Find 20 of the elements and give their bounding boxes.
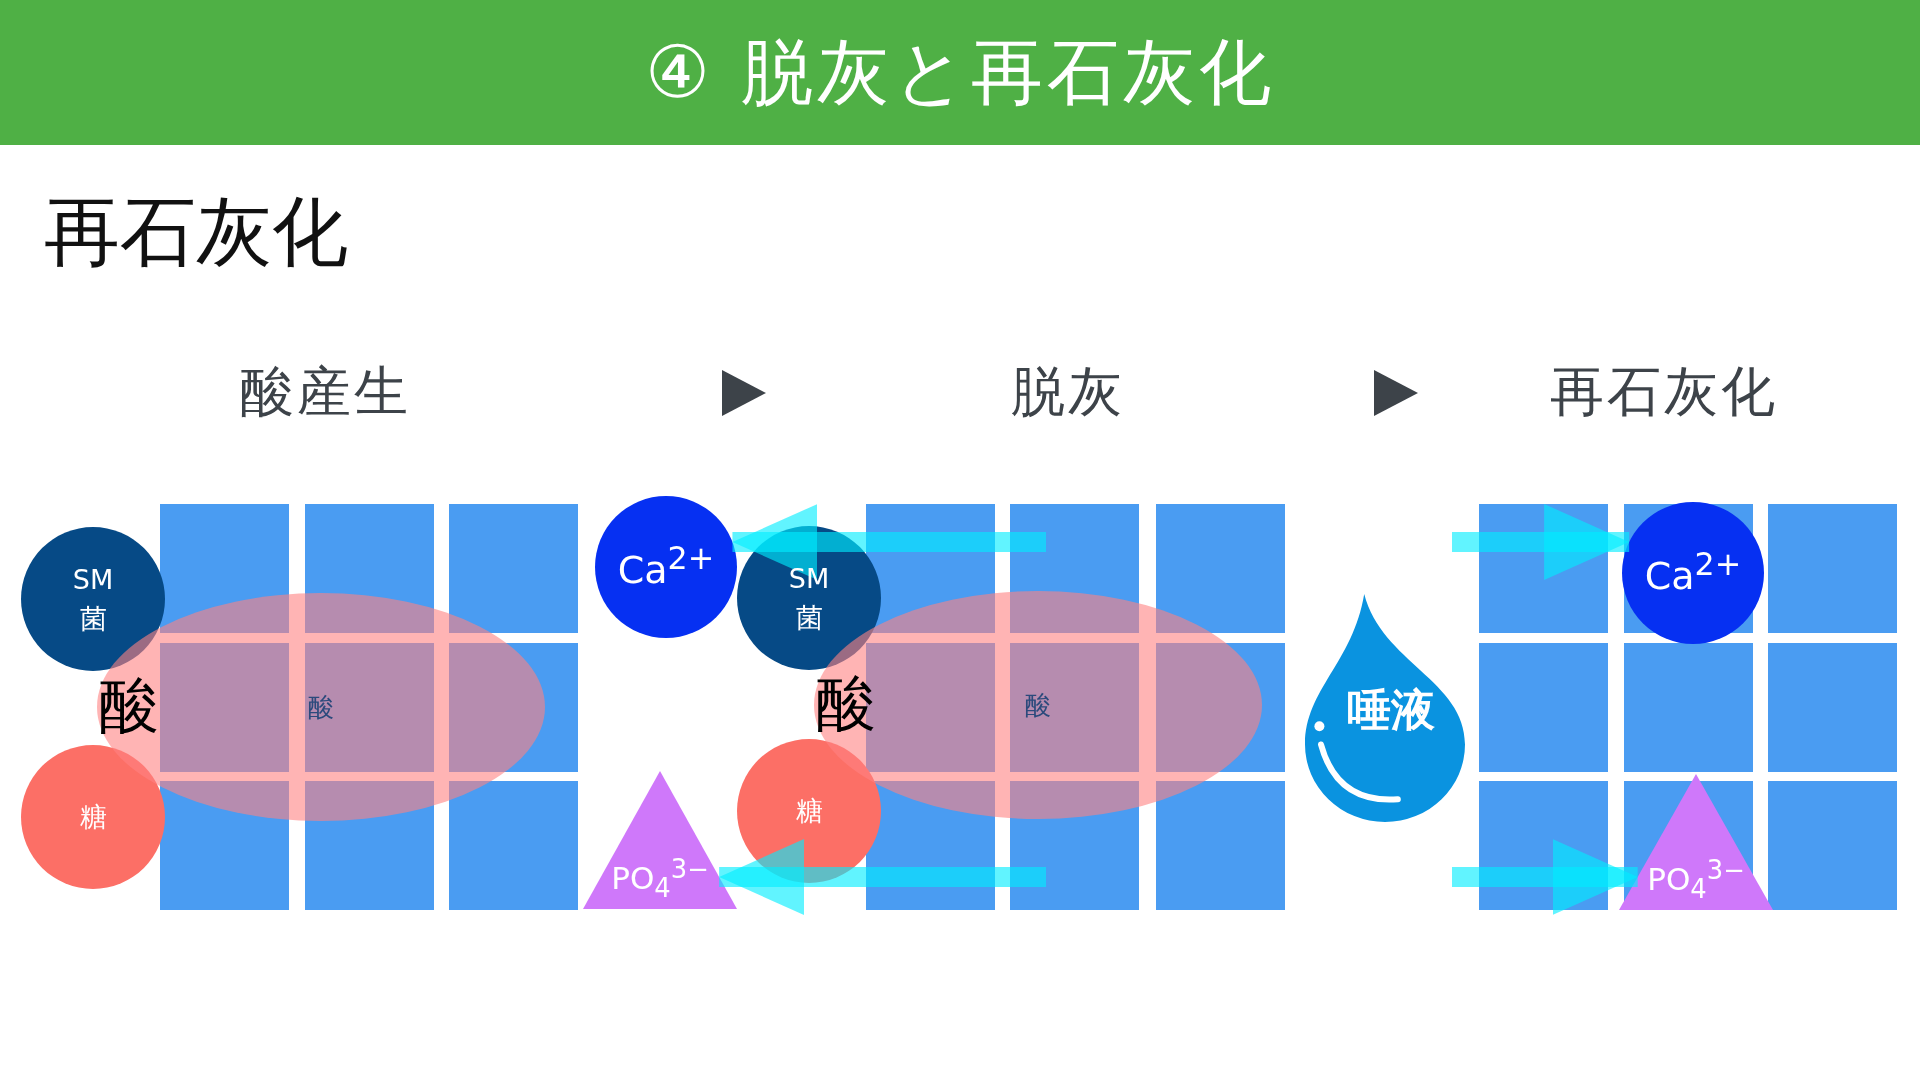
label-circle: 糖: [21, 745, 165, 889]
ion-flow-arrow: [732, 504, 1046, 580]
ion-circle: Ca$^{2+}$: [1622, 502, 1764, 644]
ion-flow-arrow: [1452, 504, 1630, 580]
section-heading: 再石灰化: [44, 190, 348, 274]
label-circle: 糖: [737, 739, 881, 883]
label-circle: SM 菌: [21, 527, 165, 671]
saliva-drop: 唾液: [1305, 594, 1465, 822]
ion-flow-arrow: [1452, 839, 1638, 915]
acid-label: 酸: [816, 667, 876, 739]
stage-heading: 脱灰: [765, 355, 1370, 430]
title-bar: ④ 脱灰と再石灰化: [0, 0, 1920, 145]
acid-label: 酸: [308, 690, 334, 724]
stage-heading: 再石灰化: [1418, 355, 1910, 430]
stage-heading: 酸産生: [230, 355, 722, 430]
ion-flow-arrow: [719, 839, 1046, 915]
label-circle: SM 菌: [737, 526, 881, 670]
acid-label: 酸: [1025, 688, 1051, 722]
ion-circle: Ca$^{2+}$: [595, 496, 737, 638]
acid-label: 酸: [99, 669, 159, 741]
